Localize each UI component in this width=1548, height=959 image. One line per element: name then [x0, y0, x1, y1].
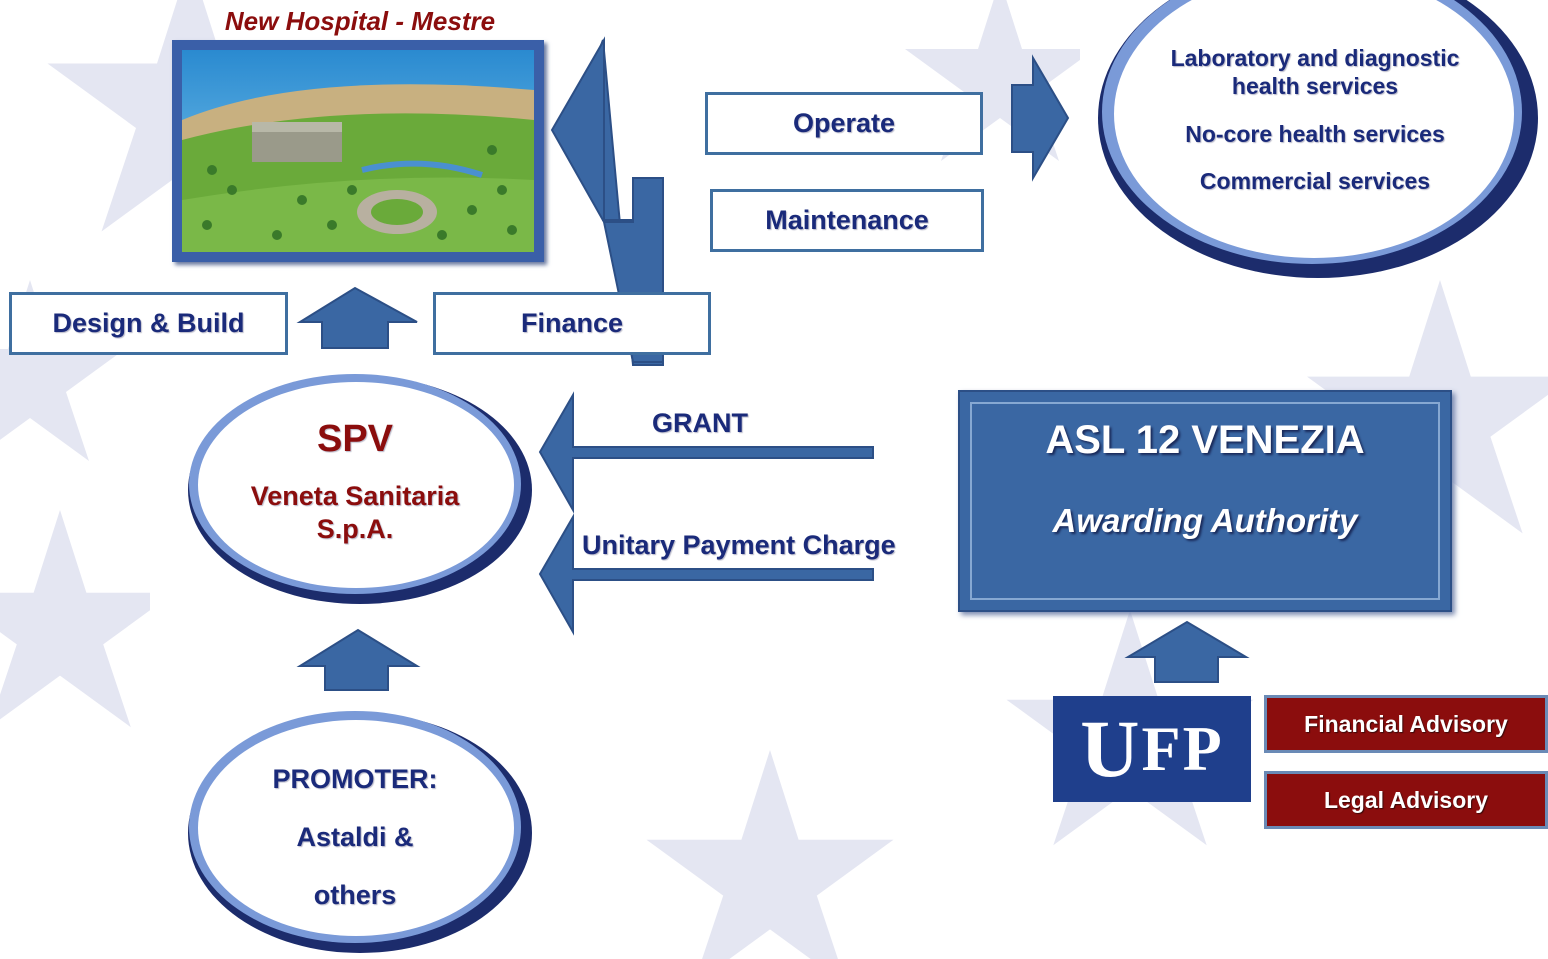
service-line-2: health services	[1231, 73, 1399, 99]
service-line-1: Laboratory and diagnostic	[1170, 45, 1460, 71]
hospital-title: New Hospital - Mestre	[224, 6, 496, 36]
promoter-ellipse	[188, 711, 532, 953]
payment-left-arrow	[538, 513, 874, 636]
operate-box: Operate	[705, 92, 983, 155]
hospital-image	[172, 40, 544, 262]
spv-name-line-1: Veneta Sanitaria	[250, 481, 460, 511]
asl-box: ASL 12 VENEZIA Awarding Authority	[958, 390, 1452, 612]
financial-advisory-box: Financial Advisory	[1264, 695, 1548, 753]
maintenance-box: Maintenance	[710, 189, 984, 252]
finance-box: Finance	[433, 292, 711, 355]
operate-right-arrow	[1011, 54, 1070, 182]
grant-label: GRANT	[652, 408, 748, 438]
spv-name-line-2: S.p.A.	[316, 514, 394, 544]
promoter-line-3: others	[313, 880, 397, 910]
spv-title: SPV	[316, 418, 394, 460]
asl-up-arrow	[1124, 620, 1250, 683]
ufp-logo-u: U	[1080, 703, 1142, 794]
design-build-box: Design & Build	[9, 292, 288, 355]
promoter-line-2: Astaldi &	[296, 822, 414, 852]
service-line-3: No-core health services	[1185, 121, 1445, 147]
asl-subtitle: Awarding Authority	[1052, 502, 1358, 539]
grant-left-arrow	[538, 391, 874, 514]
asl-title: ASL 12 VENEZIA	[1045, 418, 1365, 462]
services-ellipse	[1098, 0, 1538, 278]
service-line-4: Commercial services	[1199, 168, 1431, 194]
promoter-line-1: PROMOTER:	[272, 764, 438, 794]
legal-advisory-box: Legal Advisory	[1264, 771, 1548, 829]
design-up-arrow	[296, 286, 418, 349]
spv-ellipse	[188, 374, 532, 604]
spv-up-arrow	[296, 628, 421, 691]
ufp-logo-fp: FP	[1141, 713, 1224, 784]
asl-inner-border	[970, 402, 1440, 600]
hospital-up-arrowhead	[550, 36, 605, 223]
payment-label: Unitary Payment Charge	[582, 530, 896, 560]
